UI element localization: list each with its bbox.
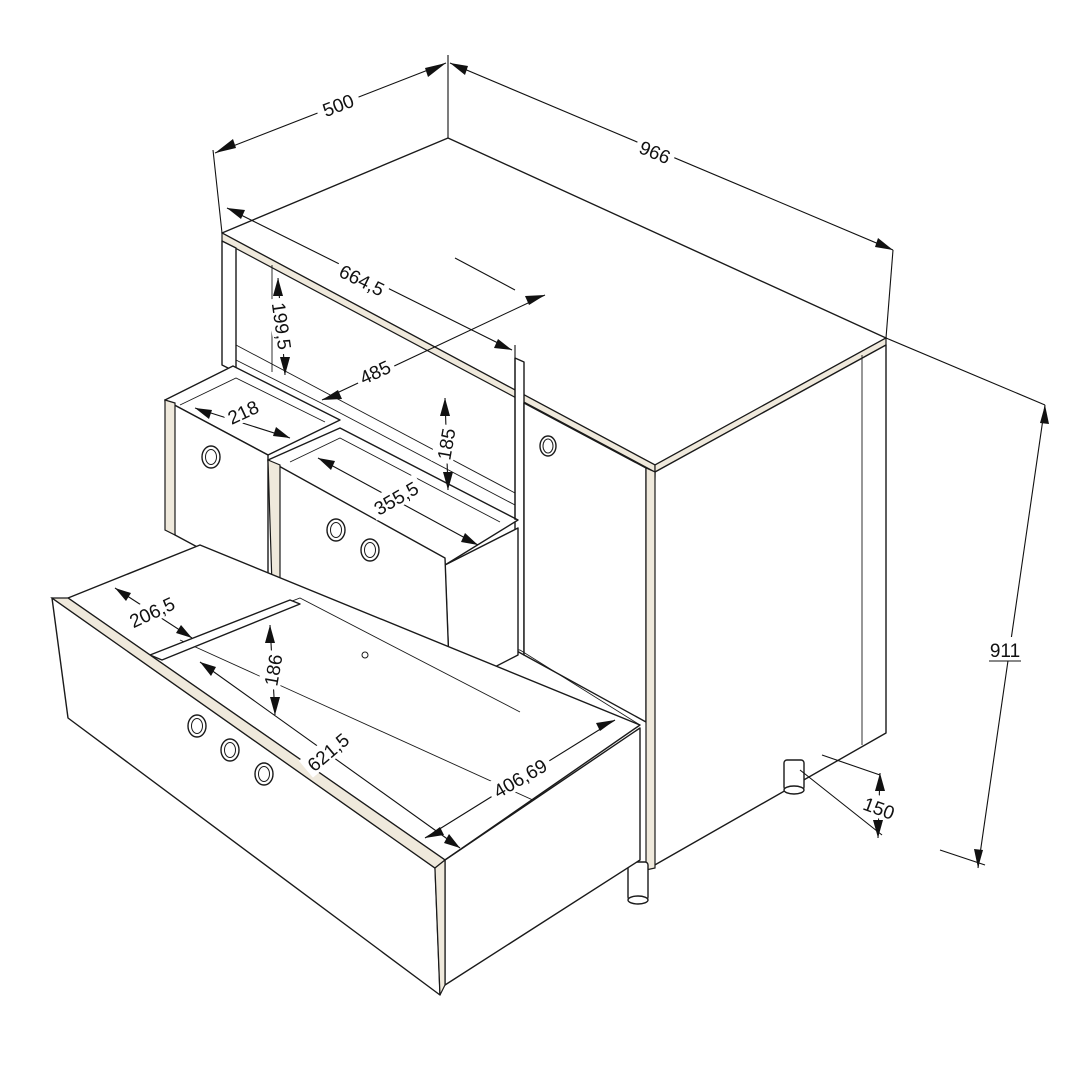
middle-drawer-handle-right-icon <box>360 538 380 562</box>
door-edge <box>645 467 656 871</box>
cabinet-legs <box>627 759 805 905</box>
small-drawer-handle-icon <box>201 445 221 469</box>
bottom-drawer-handle-3-icon <box>254 762 274 786</box>
left-side-panel <box>221 240 237 373</box>
dim-911: 911 <box>990 641 1020 662</box>
bottom-drawer-handle-1-icon <box>187 714 207 738</box>
bottom-drawer-handle-2-icon <box>220 738 240 762</box>
front-leg <box>627 861 649 901</box>
bottom-drawer-divider <box>149 599 301 661</box>
cabinet-body <box>221 137 887 905</box>
middle-drawer-handle-left-icon <box>326 518 346 542</box>
dim-150: 150 <box>860 794 897 825</box>
dim-185: 185 <box>434 427 460 462</box>
